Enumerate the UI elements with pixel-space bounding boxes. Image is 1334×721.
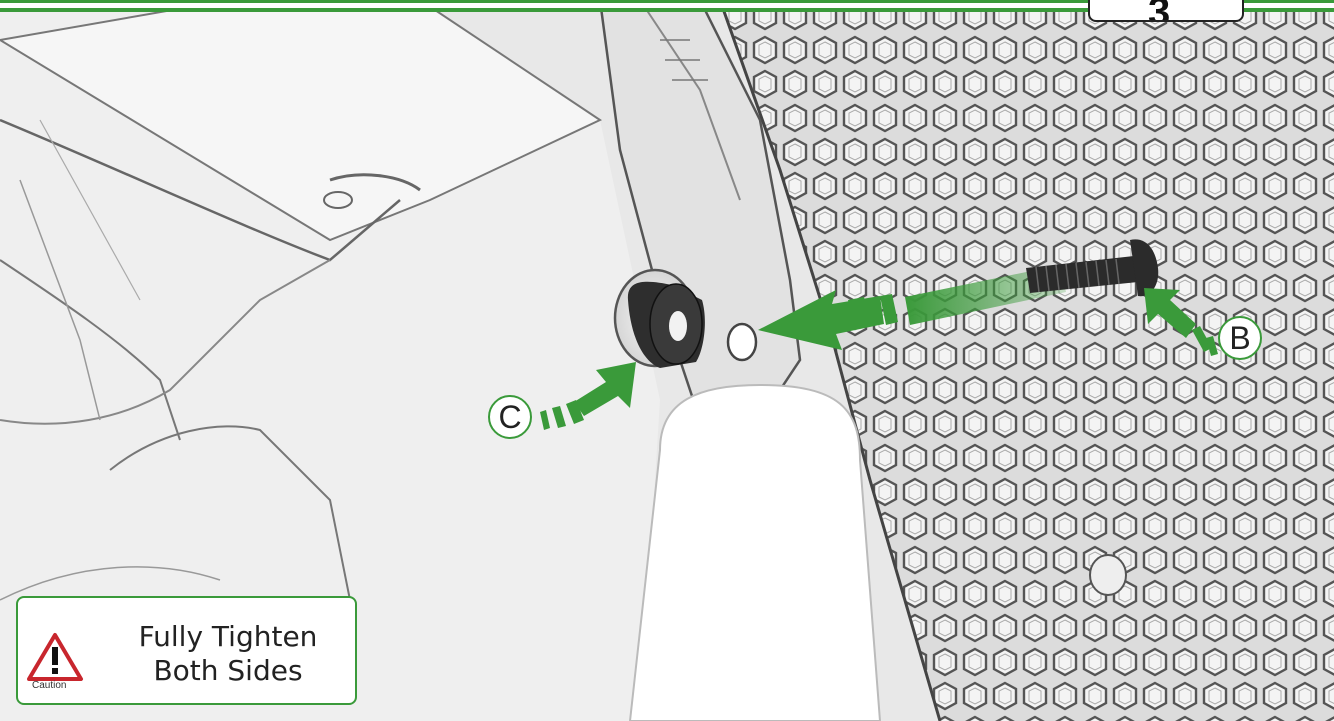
warning-triangle-icon (26, 632, 84, 682)
caution-label: Caution (32, 680, 66, 691)
callout-c: C (488, 395, 532, 439)
caution-message: Fully Tighten Both Sides (108, 620, 348, 688)
caution-note: Caution Fully Tighten Both Sides (16, 596, 357, 705)
callout-b: B (1218, 316, 1262, 360)
caution-line-1: Fully Tighten (108, 620, 348, 654)
step-number: 3 (1148, 0, 1170, 22)
caution-line-2: Both Sides (108, 654, 348, 688)
step-number-badge: 3 (1088, 0, 1244, 22)
